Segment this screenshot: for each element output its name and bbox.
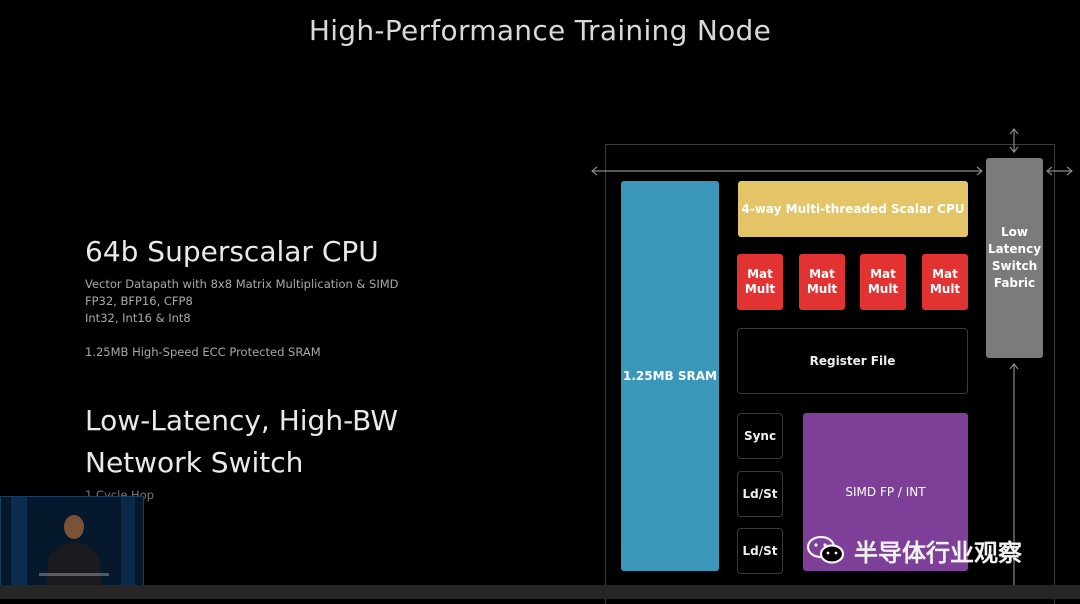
speaker-figure: [1, 497, 143, 585]
switch-label-line-2: Latency: [987, 242, 1042, 256]
network-heading-line-1: Low-Latency, High-BW: [85, 404, 399, 437]
sync-block: Sync: [737, 413, 783, 459]
wechat-icon: [806, 535, 845, 564]
watermark: 半导体行业观察: [806, 530, 1022, 570]
diagram-frame: [605, 144, 1055, 604]
mult-label: Mult: [929, 282, 961, 296]
mat-label: Mat: [747, 267, 773, 281]
watermark-text: 半导体行业观察: [854, 538, 1022, 567]
cpu-detail-line-2: FP32, BFP16, CFP8: [85, 294, 193, 308]
switch-fabric-block: Low Latency Switch Fabric: [986, 158, 1043, 358]
ldst-block: Ld/St: [737, 528, 783, 574]
speaker-video-inset: [0, 496, 144, 586]
cpu-detail-line-3: Int32, Int16 & Int8: [85, 311, 191, 325]
switch-label-line-1: Low: [1001, 225, 1028, 239]
scalar-cpu-block: 4-way Multi-threaded Scalar CPU: [738, 181, 968, 237]
mat-label: Mat: [809, 267, 835, 281]
slide-title: High-Performance Training Node: [308, 14, 772, 47]
mat-label: Mat: [870, 267, 896, 281]
cpu-heading: 64b Superscalar CPU: [85, 235, 379, 268]
mult-label: Mult: [744, 282, 776, 296]
ldst-block: Ld/St: [737, 471, 783, 517]
mult-label: Mult: [806, 282, 838, 296]
network-heading-line-2: Network Switch: [85, 446, 304, 479]
cpu-detail-line-1: Vector Datapath with 8x8 Matrix Multipli…: [85, 277, 399, 291]
mult-label: Mult: [867, 282, 899, 296]
sram-block: 1.25MB SRAM: [621, 181, 719, 571]
sram-note: 1.25MB High-Speed ECC Protected SRAM: [85, 345, 321, 359]
mat-label: Mat: [932, 267, 958, 281]
switch-label-line-3: Switch: [991, 259, 1038, 273]
bottom-bar: [0, 585, 1080, 599]
switch-label-line-4: Fabric: [993, 276, 1036, 290]
register-file-block: Register File: [737, 328, 968, 394]
